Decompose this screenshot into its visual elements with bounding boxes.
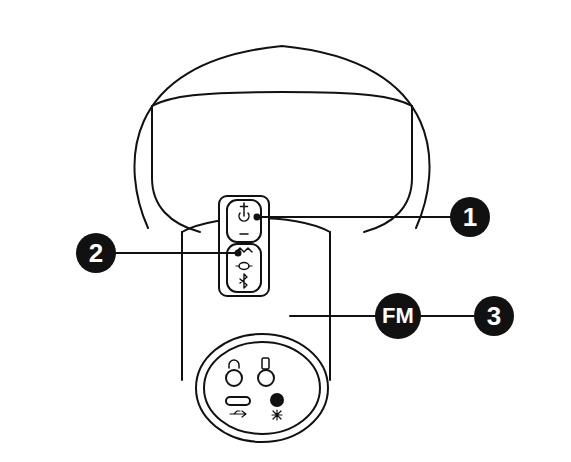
bottom-face	[196, 334, 328, 442]
light-icon	[272, 410, 282, 420]
power-icon	[239, 211, 249, 221]
minus-sign	[240, 233, 248, 235]
mic-icon-stem	[236, 265, 252, 266]
callout-number: FM	[375, 293, 421, 339]
bluetooth-icon	[240, 274, 247, 288]
callout-number: 2	[76, 233, 116, 273]
leader-line	[420, 315, 474, 317]
head-band-left	[152, 106, 200, 232]
leader-line	[257, 216, 450, 218]
phone-icon	[262, 358, 269, 369]
usb-c-port	[226, 397, 250, 405]
head-band	[152, 92, 412, 106]
leader-line	[290, 315, 376, 317]
head-band-right	[364, 106, 412, 232]
button-panel	[219, 196, 269, 296]
aux-jack	[258, 370, 274, 386]
handle-left	[181, 232, 183, 380]
power-volume-button	[227, 200, 261, 242]
mic-icon	[239, 263, 249, 270]
headphone-icon	[229, 360, 239, 368]
mode-buttons	[227, 244, 261, 292]
callout-number: 1	[450, 197, 490, 237]
handle-right	[329, 232, 331, 380]
plus-sign	[241, 203, 248, 210]
mic-head	[134, 46, 429, 228]
leader-line	[116, 252, 238, 254]
callout-number: 3	[474, 296, 514, 336]
indicator-dot	[271, 394, 283, 406]
bottom-face-inner	[204, 342, 320, 434]
headphone-jack	[226, 370, 242, 386]
usb-icon	[230, 411, 246, 417]
